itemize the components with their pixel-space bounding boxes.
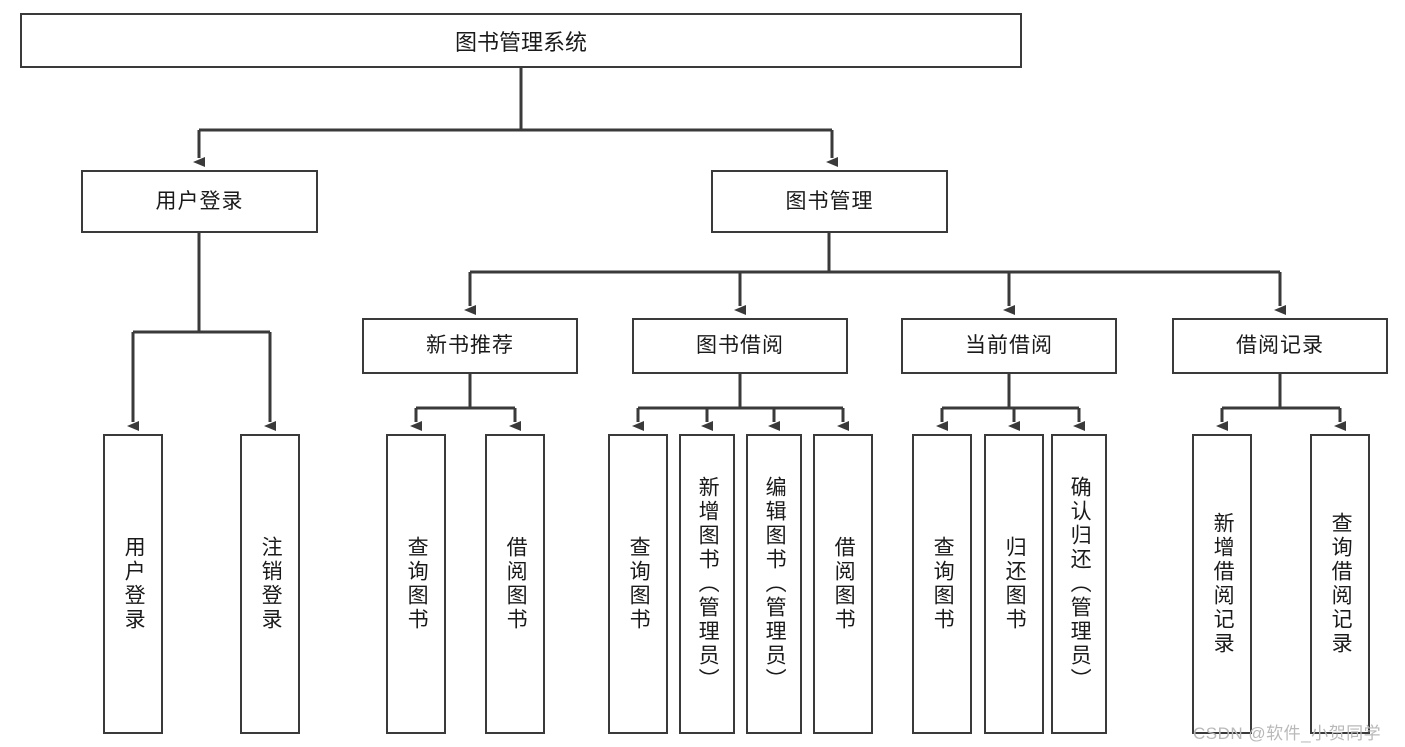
node-leaf-add-book-admin[interactable]: 新增图书（管理员） bbox=[679, 434, 735, 734]
node-leaf-user-login-label: 用户登录 bbox=[122, 536, 146, 632]
node-leaf-query-book-3-label: 查询图书 bbox=[931, 536, 955, 632]
node-leaf-return-book-label: 归还图书 bbox=[1003, 536, 1027, 632]
node-user-login-label: 用户登录 bbox=[155, 189, 244, 213]
node-leaf-query-book-1[interactable]: 查询图书 bbox=[386, 434, 446, 734]
node-leaf-confirm-return-admin-label: 确认归还（管理员） bbox=[1068, 476, 1092, 692]
csdn-watermark: CSDN @软件_小贺同学 bbox=[1193, 724, 1382, 743]
node-leaf-return-book[interactable]: 归还图书 bbox=[984, 434, 1044, 734]
node-root-label: 图书管理系统 bbox=[454, 29, 587, 55]
node-current-borrow-label: 当前借阅 bbox=[965, 334, 1053, 358]
node-new-book-recommend[interactable]: 新书推荐 bbox=[362, 318, 578, 374]
node-leaf-logout-label: 注销登录 bbox=[259, 536, 283, 632]
node-root[interactable]: 图书管理系统 bbox=[20, 13, 1022, 68]
node-borrow-record-label: 借阅记录 bbox=[1236, 334, 1324, 358]
node-leaf-query-book-2-label: 查询图书 bbox=[627, 536, 651, 632]
node-book-management[interactable]: 图书管理 bbox=[711, 170, 948, 233]
node-book-borrow-label: 图书借阅 bbox=[696, 334, 784, 358]
node-book-management-label: 图书管理 bbox=[785, 189, 874, 213]
node-leaf-query-book-2[interactable]: 查询图书 bbox=[608, 434, 668, 734]
node-leaf-confirm-return-admin[interactable]: 确认归还（管理员） bbox=[1051, 434, 1107, 734]
node-leaf-borrow-book-2[interactable]: 借阅图书 bbox=[813, 434, 873, 734]
node-leaf-borrow-book-2-label: 借阅图书 bbox=[832, 536, 856, 632]
node-new-book-recommend-label: 新书推荐 bbox=[426, 334, 514, 358]
node-leaf-edit-book-admin[interactable]: 编辑图书（管理员） bbox=[746, 434, 802, 734]
node-book-borrow[interactable]: 图书借阅 bbox=[632, 318, 848, 374]
node-leaf-logout[interactable]: 注销登录 bbox=[240, 434, 300, 734]
node-current-borrow[interactable]: 当前借阅 bbox=[901, 318, 1117, 374]
node-leaf-user-login[interactable]: 用户登录 bbox=[103, 434, 163, 734]
node-user-login[interactable]: 用户登录 bbox=[81, 170, 318, 233]
node-leaf-query-book-1-label: 查询图书 bbox=[405, 536, 429, 632]
node-leaf-add-book-admin-label: 新增图书（管理员） bbox=[696, 476, 720, 692]
node-leaf-add-borrow-record[interactable]: 新增借阅记录 bbox=[1192, 434, 1252, 734]
node-leaf-edit-book-admin-label: 编辑图书（管理员） bbox=[763, 476, 787, 692]
node-leaf-add-borrow-record-label: 新增借阅记录 bbox=[1211, 512, 1235, 656]
node-leaf-query-book-3[interactable]: 查询图书 bbox=[912, 434, 972, 734]
node-borrow-record[interactable]: 借阅记录 bbox=[1172, 318, 1388, 374]
node-leaf-borrow-book-1-label: 借阅图书 bbox=[504, 536, 528, 632]
node-leaf-query-borrow-record[interactable]: 查询借阅记录 bbox=[1310, 434, 1370, 734]
node-leaf-query-borrow-record-label: 查询借阅记录 bbox=[1329, 512, 1353, 656]
node-leaf-borrow-book-1[interactable]: 借阅图书 bbox=[485, 434, 545, 734]
